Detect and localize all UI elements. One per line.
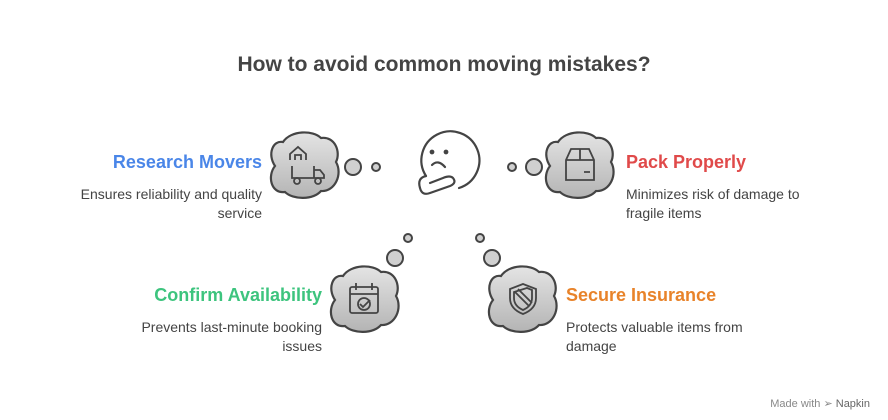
- cloud-pack: [544, 131, 615, 199]
- thinking-face-icon: [418, 130, 481, 195]
- shield-icon: [509, 283, 537, 315]
- research-movers-heading: Research Movers: [112, 152, 262, 172]
- made-with-napkin[interactable]: Made with ➢ Napkin: [770, 397, 870, 410]
- pack-properly-heading: Pack Properly: [626, 152, 747, 172]
- moving-truck-house-icon: [289, 145, 325, 185]
- confirm-availability-heading: Confirm Availability: [154, 285, 322, 305]
- thought-bubbles: [344, 158, 543, 267]
- made-with-label: Made with: [770, 398, 821, 410]
- secure-insurance-desc: Protects valuable items from damage: [566, 319, 743, 354]
- confirm-availability-desc: Prevents last-minute booking issues: [141, 319, 322, 354]
- brand-name: Napkin: [835, 398, 870, 410]
- cloud-confirm: [329, 265, 400, 333]
- cloud-secure: [487, 265, 558, 333]
- box-icon: [565, 148, 595, 181]
- calendar-check-icon: [349, 283, 379, 314]
- napkin-logo-icon: ➢: [823, 398, 833, 410]
- pack-properly-desc: Minimizes risk of damage to fragile item…: [626, 186, 800, 221]
- page-title: How to avoid common moving mistakes?: [237, 53, 651, 76]
- cloud-research: [269, 131, 340, 199]
- research-movers-desc: Ensures reliability and quality service: [80, 186, 262, 221]
- secure-insurance-heading: Secure Insurance: [566, 285, 717, 305]
